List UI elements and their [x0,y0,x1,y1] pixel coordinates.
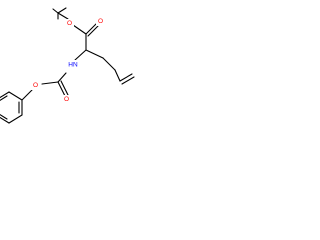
bond [114,69,121,82]
bond [85,49,104,59]
molecule-structure-diagram: O O HN O O [0,7,135,124]
atom-label-nh: HN [66,60,80,70]
atom-label-carbamate-carbonyl-oxygen: O [62,95,71,104]
bond [87,25,99,37]
bond [52,8,59,14]
atom-label-ester-oxygen: O [65,19,74,28]
atom-label-carbamate-oxygen: O [31,81,40,90]
svg-text:O: O [33,82,38,89]
bond [8,91,23,101]
bond [102,57,116,71]
bond [0,91,10,99]
bond [119,73,133,82]
bond [85,23,97,35]
svg-text:O: O [98,18,103,25]
bond [21,89,33,101]
bond [60,80,69,96]
atom-label-carbonyl-oxygen: O [96,17,105,26]
bond [57,7,67,14]
bond [0,116,10,124]
bond [72,24,87,35]
svg-text:O: O [64,96,69,103]
bond [121,76,135,85]
bond [57,72,67,83]
bond [57,12,69,20]
bond [0,95,8,102]
bond [0,113,8,120]
bond [41,81,59,85]
bond [8,114,23,124]
svg-text:HN: HN [68,62,78,69]
svg-text:O: O [67,20,72,27]
bond [74,49,87,61]
bond [57,81,66,97]
